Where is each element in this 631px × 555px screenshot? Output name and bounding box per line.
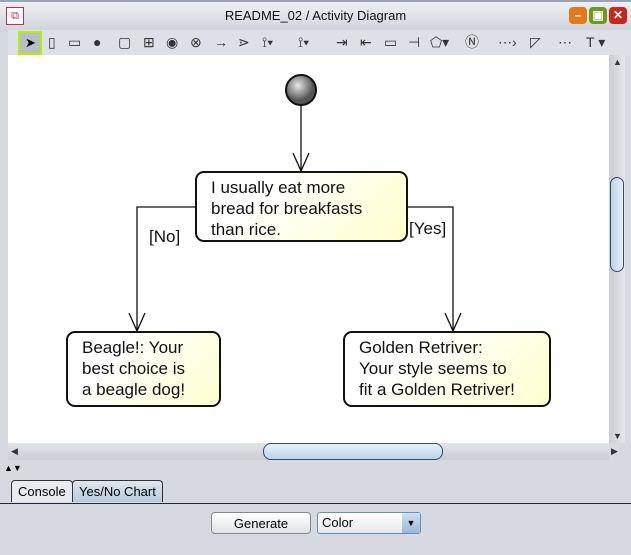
initial-node[interactable] (285, 74, 317, 106)
fork-bar-tool[interactable]: ⊣ (408, 34, 421, 50)
golden-retriver-node[interactable]: Golden Retriver: Your style seems to fit… (343, 331, 551, 407)
action-tool[interactable]: ▢ (118, 34, 132, 50)
diagram-canvas[interactable]: I usually eat more bread for breakfasts … (8, 55, 609, 443)
close-button[interactable]: ✕ (609, 7, 627, 24)
call-behavior-tool[interactable]: ⊞ (143, 34, 155, 50)
note-tool[interactable]: ◸ (530, 34, 541, 50)
flow-final-tool[interactable]: ⊗ (190, 34, 202, 50)
chevron-down-icon[interactable]: ▼ (402, 513, 420, 533)
activity-diagram-icon: ⧉ (6, 7, 24, 25)
title-bar (0, 0, 631, 32)
note-n-icon[interactable]: Ⓝ (465, 34, 479, 50)
maximize-button[interactable]: ▣ (589, 7, 607, 24)
decision-tool[interactable]: ⟟▾ (262, 34, 274, 50)
window-title: README_02 / Activity Diagram (224, 8, 407, 23)
edge-start (292, 105, 310, 173)
horizontal-scroll-thumb[interactable] (263, 443, 443, 460)
tab-yes-no-chart[interactable]: Yes/No Chart (72, 480, 163, 502)
vertical-scroll-thumb[interactable] (610, 177, 624, 272)
scroll-up-icon[interactable]: ▲ (613, 57, 622, 67)
accept-signal-tool[interactable]: ⇤ (360, 34, 372, 50)
horizontal-swimlane-tool[interactable]: ▭ (68, 34, 82, 50)
scroll-left-icon[interactable]: ◀ (11, 446, 18, 456)
text-tool[interactable]: T ▾ (586, 34, 606, 50)
merge-tool[interactable]: ⟟▾ (298, 34, 310, 50)
fork-tool[interactable]: ⋗ (238, 34, 250, 50)
scroll-down-icon[interactable]: ▼ (613, 431, 622, 441)
initial-node-tool[interactable]: ● (93, 34, 102, 50)
select-tool[interactable]: ➤ (18, 31, 42, 55)
minimize-button[interactable]: – (569, 7, 587, 24)
color-combo[interactable]: Color (317, 512, 421, 534)
tab-console[interactable]: Console (11, 480, 73, 502)
anchor-tool[interactable]: ⋯ (558, 34, 572, 50)
decision-node[interactable]: I usually eat more bread for breakfasts … (195, 171, 408, 242)
pin-tool[interactable]: ⬠▾ (430, 34, 450, 50)
toolbar: ➤ ▯ ▭ ● ▢ ⊞ ◉ ⊗ → ⋗ ⟟▾ ⟟▾ ⇥ ⇤ ▭ ⊣ ⬠▾ Ⓝ ⋯… (8, 30, 631, 56)
scroll-right-icon[interactable]: ▶ (611, 446, 618, 456)
vertical-swimlane-tool[interactable]: ▯ (48, 34, 56, 50)
control-flow-tool[interactable]: → (214, 34, 228, 50)
final-node-tool[interactable]: ◉ (166, 34, 179, 50)
tab-divider (0, 503, 631, 504)
beagle-node[interactable]: Beagle!: Your best choice is a beagle do… (66, 331, 221, 407)
split-toggle-icon[interactable]: ▲▼ (4, 463, 22, 473)
edge-no (128, 206, 195, 333)
generate-button[interactable]: Generate (211, 512, 311, 534)
guard-yes: [Yes] (409, 219, 447, 238)
object-tool[interactable]: ▭ (384, 34, 398, 50)
send-signal-tool[interactable]: ⇥ (336, 34, 348, 50)
object-flow-tool[interactable]: ⋯› (498, 34, 517, 50)
guard-no: [No] (149, 227, 181, 246)
